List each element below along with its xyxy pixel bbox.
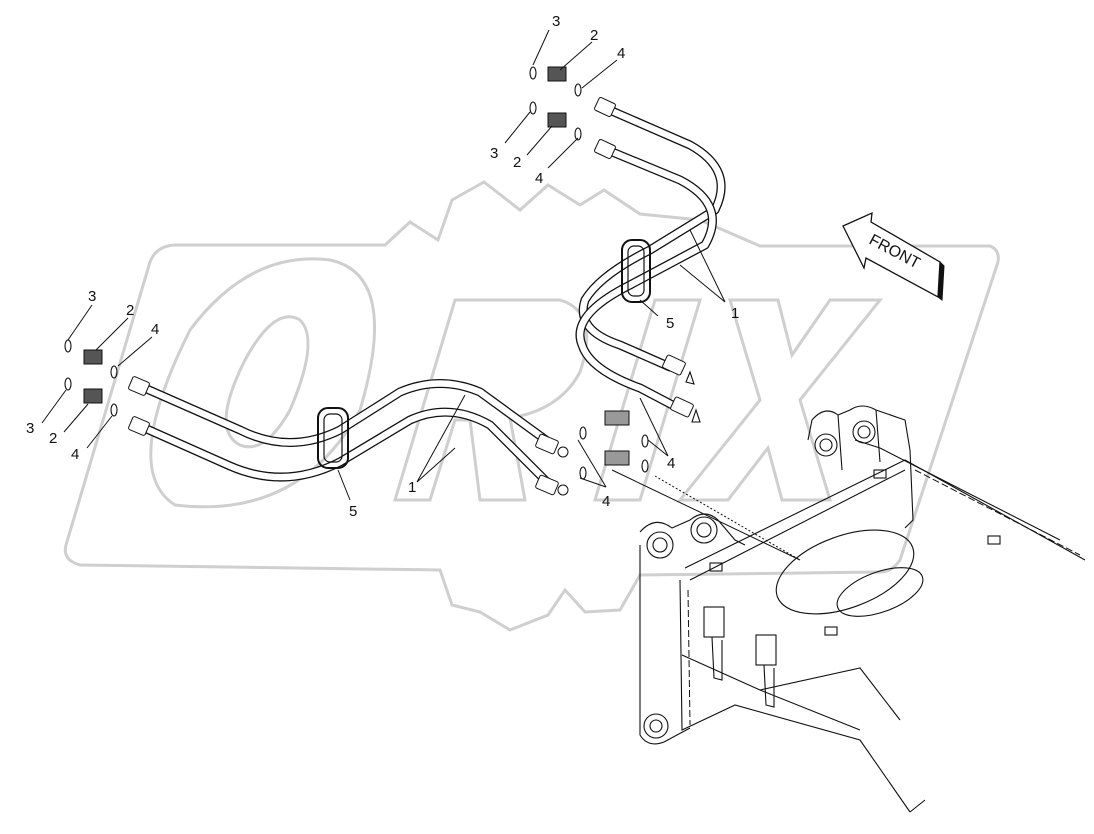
orix-watermark-logo <box>63 180 1000 632</box>
front-direction-arrow: FRONT <box>842 211 945 301</box>
callout-seal: 4 <box>667 455 675 472</box>
leader-lines <box>41 29 801 561</box>
callout-oring: 3 <box>490 145 498 162</box>
hose-clamp-upper <box>621 239 651 303</box>
callout-seal: 4 <box>71 446 79 463</box>
fittings-group <box>64 66 649 480</box>
lower-hose-assembly <box>128 376 569 496</box>
callout-clamp: 5 <box>666 315 674 332</box>
callout-oring: 3 <box>88 288 96 305</box>
callout-seal: 4 <box>602 493 610 510</box>
upper-hose-assembly <box>575 97 726 423</box>
callout-oring: 3 <box>26 420 34 437</box>
callout-hose: 1 <box>408 479 416 496</box>
callout-clamp: 5 <box>349 503 357 520</box>
callout-labels: 3 2 4 3 2 4 3 2 4 3 2 4 1 1 5 5 4 4 <box>26 13 739 520</box>
callout-fitting: 2 <box>513 154 521 171</box>
callout-fitting: 2 <box>590 27 598 44</box>
adapter-fitting-icon <box>547 66 567 82</box>
hose-clamp-lower <box>317 407 349 469</box>
callout-oring: 3 <box>552 13 560 30</box>
elbow-fitting-icon <box>604 410 630 426</box>
oring-icon <box>529 66 537 80</box>
machine-frame <box>639 405 1086 813</box>
callout-fitting: 2 <box>126 302 134 319</box>
callout-seal: 4 <box>151 321 159 338</box>
callout-fitting: 2 <box>49 430 57 447</box>
callout-hose: 1 <box>731 305 739 322</box>
callout-seal: 4 <box>617 45 625 62</box>
callout-seal: 4 <box>535 170 543 187</box>
